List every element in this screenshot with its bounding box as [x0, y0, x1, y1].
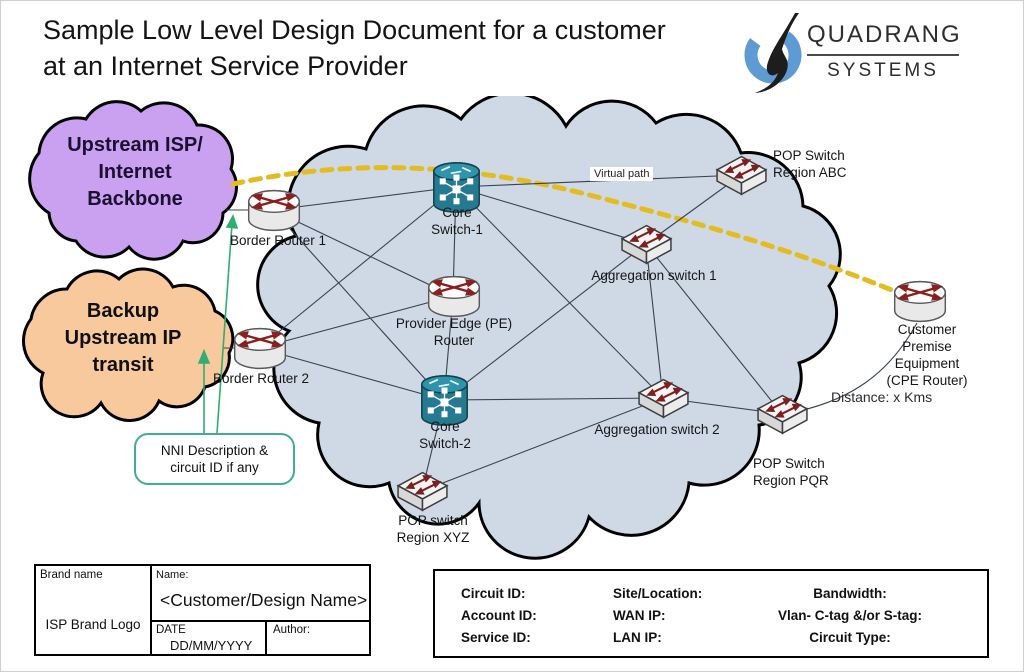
network-link-cpe — [798, 322, 918, 412]
author-label: Author: — [273, 624, 311, 636]
nni-arrowhead-icon — [197, 348, 211, 364]
name-label: Name: — [156, 569, 189, 581]
date-value: DD/MM/YYYY — [170, 638, 253, 653]
virtual-path-label: Virtual path — [590, 167, 654, 181]
title-block-table: Brand name ISP Brand Logo Name: <Custome… — [34, 564, 371, 656]
network-link — [645, 243, 783, 415]
circuit-col-ids: Circuit ID: Account ID: Service ID: — [461, 583, 537, 649]
vlan-tag-label: Vlan- C-tag &/or S-tag: — [778, 608, 922, 623]
aggregation-switch-2-label: Aggregation switch 2 — [594, 422, 720, 437]
brand-cell: Brand name ISP Brand Logo — [36, 566, 152, 654]
name-cell: Name: <Customer/Design Name> — [152, 566, 369, 622]
circuit-type-label: Circuit Type: — [809, 630, 891, 645]
network-link — [272, 186, 457, 211]
logo-graphic-icon — [744, 13, 802, 93]
network-links — [223, 174, 918, 492]
network-link — [421, 397, 664, 492]
date-label: DATE — [156, 624, 186, 636]
account-id-label: Account ID: — [461, 608, 537, 623]
page-title: Sample Low Level Design Document for a c… — [43, 15, 666, 81]
date-cell: DATE DD/MM/YYYY — [152, 622, 267, 654]
circuit-col-service: Bandwidth: Vlan- C-tag &/or S-tag: Circu… — [735, 583, 965, 649]
pe-router-label: Provider Edge (PE) Router — [395, 316, 513, 348]
author-cell: Author: — [267, 622, 369, 654]
site-location-label: Site/Location: — [613, 586, 703, 601]
pop-switch-abc-label: POP Switch Region ABC — [773, 148, 847, 180]
nni-arrowhead-icon — [225, 214, 239, 229]
virtual-path-line — [230, 165, 902, 296]
cpe-router-icon — [893, 280, 947, 323]
distance-label: Distance: x Kms — [831, 389, 933, 405]
pe-router-icon — [427, 275, 481, 318]
upstream-isp-cloud — [28, 100, 238, 261]
network-link — [272, 209, 454, 297]
cpe-router-label: Customer Premise Equipment (CPE Router) — [886, 322, 968, 388]
aggregation-switch-1-label: Aggregation switch 1 — [591, 268, 717, 283]
isp-brand-logo-text: ISP Brand Logo — [45, 617, 141, 632]
core-network-cloud — [256, 96, 842, 560]
backup-transit-cloud-label: Backup Upstream IP transit — [64, 300, 182, 376]
logo-flame-icon — [755, 13, 799, 93]
customer-design-name-value: <Customer/Design Name> — [160, 590, 368, 610]
network-link — [645, 174, 742, 245]
network-link — [455, 174, 742, 188]
network-link — [455, 186, 664, 399]
brand-name-label: Brand name — [40, 569, 103, 581]
bandwidth-label: Bandwidth: — [813, 586, 887, 601]
logo-subname: SYSTEMS — [827, 60, 939, 81]
border-router-1-icon — [247, 189, 301, 232]
circuit-col-network: Site/Location: WAN IP: LAN IP: — [613, 583, 702, 649]
border-router-2-icon — [233, 327, 287, 370]
border-router-2-label: Border Router 2 — [212, 371, 310, 386]
upstream-isp-cloud-label: Upstream ISP/ Internet Backbone — [67, 134, 203, 210]
nni-annotation-arrows — [197, 214, 239, 434]
core-switch-1-label: Core Switch-1 — [431, 205, 483, 237]
logo-name: QUADRANG — [807, 21, 960, 56]
network-link — [443, 397, 664, 401]
border-router-1-label: Border Router 1 — [229, 233, 327, 248]
circuit-id-label: Circuit ID: — [461, 586, 526, 601]
network-link — [258, 347, 445, 401]
nni-note-box: NNI Description & circuit ID if any — [134, 433, 295, 485]
circuit-details-table: Circuit ID: Account ID: Service ID: Site… — [433, 569, 989, 658]
wan-ip-label: WAN IP: — [613, 608, 666, 623]
network-link — [455, 186, 647, 245]
network-diagram — [22, 96, 947, 560]
network-link — [258, 295, 454, 349]
name-date-author-cells: Name: <Customer/Design Name> DATE DD/MM/… — [152, 566, 369, 654]
nni-arrow-line — [216, 223, 233, 434]
pop-switch-xyz-label: POP switch Region XYZ — [396, 513, 470, 545]
network-link — [272, 209, 445, 401]
core-switch-2-label: Core Switch-2 — [419, 419, 471, 451]
company-logo: QUADRANG SYSTEMS — [743, 9, 973, 93]
network-link — [645, 243, 664, 399]
service-id-label: Service ID: — [461, 630, 531, 645]
pop-switch-pqr-label: POP Switch Region PQR — [753, 456, 829, 488]
network-link — [443, 243, 647, 401]
logo-text: QUADRANG SYSTEMS — [807, 21, 960, 82]
network-link — [258, 186, 457, 349]
lan-ip-label: LAN IP: — [613, 630, 662, 645]
